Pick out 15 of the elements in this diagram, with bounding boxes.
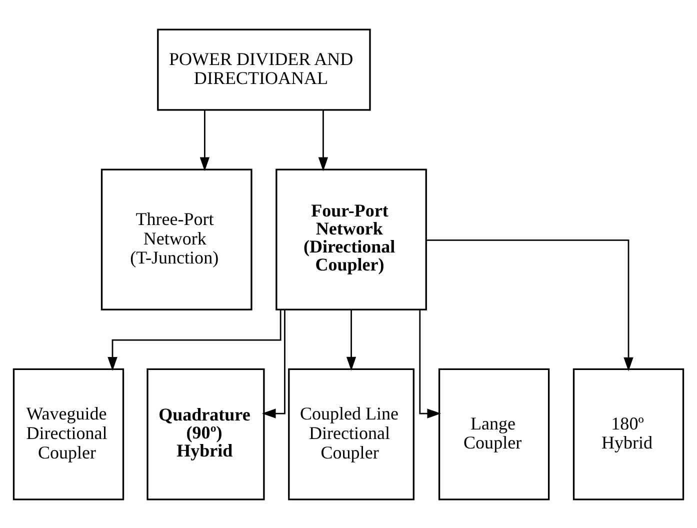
arrow: [419, 309, 442, 418]
arrow: [426, 239, 634, 371]
arrow: [200, 109, 210, 171]
node-box: Four-Port Network (Directional Coupler): [276, 168, 427, 310]
node-box: 180º Hybrid: [572, 368, 684, 500]
arrow: [262, 309, 286, 418]
node-box: Lange Coupler: [438, 368, 550, 500]
node-box: Coupled Line Directional Coupler: [288, 368, 414, 500]
node-box: Waveguide Directional Coupler: [12, 368, 124, 500]
arrow: [318, 109, 328, 171]
node-box: POWER DIVIDER AND DIRECTIOANAL: [157, 28, 371, 110]
node-box: Quadrature (90º) Hybrid: [146, 368, 265, 500]
arrow: [108, 309, 282, 370]
arrow: [346, 309, 356, 370]
node-box: Three-Port Network (T-Junction): [100, 168, 252, 310]
